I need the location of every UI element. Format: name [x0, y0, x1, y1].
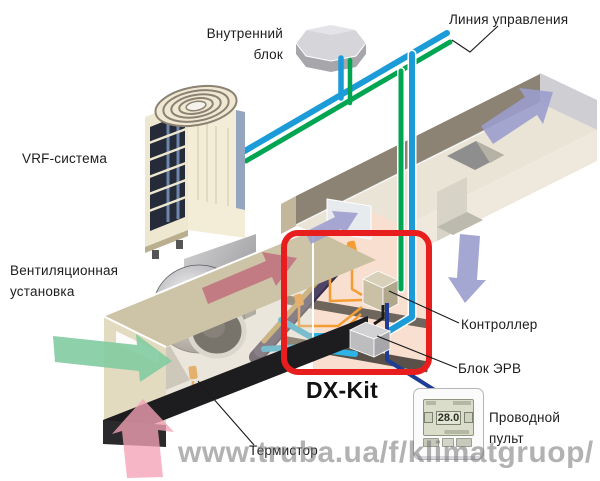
- dx-kit-highlight-frame: [281, 230, 432, 375]
- label-indoor-unit: Внутренний блок: [206, 26, 283, 62]
- controller-eev-cable: [373, 305, 385, 326]
- callout-lines: [197, 25, 499, 446]
- remote-temperature-value: 28.0: [435, 410, 462, 425]
- vrf-grille-bars: [148, 127, 187, 213]
- branch-down-arrow: [448, 234, 486, 303]
- internal-airflow-arrow: [202, 252, 297, 304]
- duct-thermistor-sensor: [188, 365, 198, 380]
- callout-controller: [388, 290, 460, 324]
- vrf-base: [145, 230, 188, 253]
- duct-back-wall: [296, 74, 540, 226]
- refrigerant-drop: [381, 51, 415, 337]
- vrf-vent-lines: [197, 122, 229, 206]
- label-eev-block: Блок ЭРВ: [458, 361, 522, 376]
- unit-base: [103, 316, 368, 444]
- vrf-side-strip: [236, 110, 245, 210]
- callout-thermistor: [197, 380, 255, 446]
- duct-branch-cap: [437, 212, 483, 235]
- duct-left-cut-face: [281, 196, 296, 234]
- duct-floor-opening-lit: [476, 141, 504, 163]
- wired-remote-controller: 28.0: [413, 388, 484, 460]
- remote-button-mid: [441, 438, 454, 447]
- callout-eev: [376, 335, 458, 369]
- remote-lcd-statusbar: [426, 401, 471, 405]
- label-controller: Контроллер: [461, 317, 538, 332]
- vrf-fan: [154, 84, 238, 128]
- pipe-branch-vertical: [379, 49, 417, 339]
- label-control-line: Линия управления: [449, 12, 569, 27]
- duct-end-cap: [540, 73, 597, 130]
- watermark-text: www.truba.ua/f/klimatgruop/: [178, 436, 594, 469]
- vrf-grille-slats: [166, 119, 180, 222]
- eev-block-box: [349, 321, 391, 358]
- remote-button-left: [423, 438, 439, 447]
- label-vrf-system: VRF-система: [22, 151, 108, 166]
- indoor-unit-cassette: [295, 24, 367, 72]
- cassette-top-highlight: [306, 25, 356, 35]
- remote-buttons: [423, 438, 472, 447]
- label-wired-remote: Проводной пульт: [489, 410, 561, 446]
- remote-lcd-left-box: [424, 412, 433, 423]
- label-ventilation-unit: Вентиляционная установка: [10, 263, 119, 299]
- remote-lcd-bottombar: [428, 430, 469, 434]
- label-thermistor: Термистор: [249, 443, 318, 458]
- callout-control-line: [451, 25, 499, 53]
- duct-airflow-arrow: [481, 88, 553, 144]
- label-dx-kit: DX-Kit: [306, 377, 379, 403]
- remote-lcd-right-box: [464, 412, 473, 423]
- ventilation-unit-graphic: [53, 198, 429, 478]
- remote-lcd: 28.0: [423, 399, 474, 436]
- bottom-intake-arrow: [112, 399, 174, 478]
- vrf-foot: [152, 250, 159, 259]
- fresh-air-intake-arrow: [53, 334, 172, 382]
- vrf-outdoor-unit: [143, 84, 247, 259]
- remote-wire: [385, 303, 446, 398]
- vrf-foot: [176, 240, 183, 249]
- remote-button-right: [456, 438, 472, 447]
